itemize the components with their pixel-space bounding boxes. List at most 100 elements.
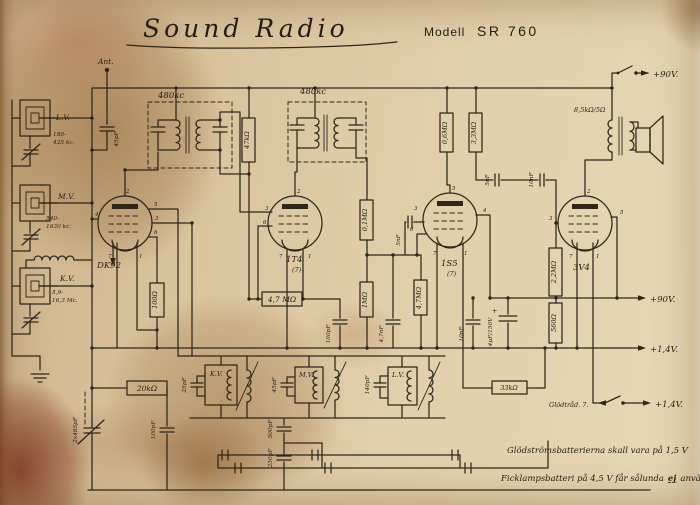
trimmer-capacitors [21, 143, 41, 329]
brand-title: Sound Radio [143, 14, 349, 43]
pin: 7 [433, 251, 437, 257]
speaker-icon [635, 115, 664, 165]
rail-14v-bot-label: +1,4V. [655, 400, 683, 410]
if-transformer-2 [287, 101, 367, 163]
coil-lv-label: L.V. [55, 113, 70, 122]
cap-100pf-b-label: 100pF [151, 420, 157, 440]
resistor-47m-h-label: 4,7 MΩ [267, 295, 296, 304]
tube-1s5-label: 1S5 [441, 259, 458, 269]
rail-90v-top-label: +90V. [653, 70, 678, 80]
resistor-01m-label: 0,1MΩ [361, 208, 369, 231]
resistor-100-label: 100Ω [151, 290, 159, 308]
tube-dk92-label: DK92 [96, 261, 121, 271]
pin: 7 [279, 254, 283, 260]
pin: 1 [596, 254, 600, 260]
osc-coil-lv [387, 361, 441, 411]
resistor-20k-label: 20kΩ [136, 384, 157, 393]
model-number: SR 760 [477, 23, 539, 39]
pin: 5 [452, 186, 456, 192]
tube-3v4 [557, 195, 613, 252]
coil-mv-label: M.V. [57, 192, 75, 201]
coil-mv-range-bottom: 1630 kc. [46, 224, 71, 230]
power-switch-lever [617, 65, 633, 74]
pin: 2 [586, 189, 591, 195]
pin: 1 [139, 254, 143, 260]
if2-label: 480kc [299, 87, 326, 97]
cap-5nf-det-label: 5nF [396, 233, 402, 245]
coil-lv-range-top: 180- [53, 132, 66, 138]
pin: 3 [155, 216, 159, 222]
output-transformer [607, 116, 635, 156]
pin: 6 [154, 230, 158, 236]
resistor-33m-label: 3,3MΩ [470, 121, 478, 144]
tube-dk92 [97, 195, 153, 252]
pin: 3 [549, 216, 553, 222]
pin: 6 [410, 227, 414, 233]
tube-3v4-label: 3V4 [573, 263, 590, 273]
tube-1s5 [422, 192, 478, 249]
pin: 2 [296, 189, 301, 195]
band-coil-lv [19, 99, 59, 137]
pin: 7 [108, 254, 112, 260]
coil-mv-range-top: 540- [46, 216, 59, 222]
coil-kv-label: K.V. [59, 274, 75, 283]
note-line2b: ej [668, 474, 676, 484]
pin: 4 [482, 208, 487, 214]
note-line2a: Ficklampsbatteri på 4,5 V får sålunda [500, 472, 664, 484]
note-line1: Glödströmsbatterierna skall vara på 1,5 … [507, 444, 689, 456]
resistors [126, 112, 563, 396]
resistor-47k-label: 47kΩ [243, 131, 251, 150]
pin: 6 [263, 220, 267, 226]
tuning-cap-label: 2x485pF [73, 416, 79, 444]
coil-kv-range-bottom: 16,3 Mc. [52, 298, 78, 304]
coil-lv-range-bottom: 425 kc. [52, 140, 75, 146]
filament-switch-lever [604, 395, 621, 404]
model-label: Modell [424, 25, 465, 39]
note-line2c: användas. [680, 474, 700, 484]
tube-1t4-suffix: (7) [292, 266, 302, 274]
osc-coil-kv [204, 361, 259, 411]
pin: 3 [414, 206, 418, 212]
cap-250pf-label: 250pF [268, 448, 274, 469]
osc-mv-cap-label: 45pF [272, 376, 278, 393]
band-coil-kv [19, 255, 75, 305]
tuning-capacitor [77, 419, 105, 445]
osc-coil-mv [294, 361, 347, 409]
resistor-06m-label: 0,6MΩ [441, 121, 449, 144]
rail-14v-mid-label: +1,4V. [650, 345, 678, 355]
pin: 1 [464, 251, 468, 257]
antenna-terminal [99, 67, 115, 132]
tube-1s5-suffix: (7) [447, 270, 457, 278]
band-coil-mv [19, 184, 59, 222]
tube-1t4 [267, 195, 323, 252]
osc-kv-label: K.V. [209, 370, 223, 378]
capacitors [77, 124, 545, 461]
cap-5nf-label: 5nF [485, 173, 491, 185]
electrolytic-plus: + [492, 307, 497, 315]
output-transformer-label: 8,5kΩ/5Ω [574, 106, 606, 114]
pin: 4 [94, 212, 99, 218]
arrows-and-switches [110, 65, 651, 406]
cap-500pf-label: 500pF [268, 419, 274, 439]
cap-100pf-a-label: 100pF [326, 324, 332, 344]
pin: 1 [308, 254, 312, 260]
cap-10nf-b-label: 10nF [529, 171, 535, 187]
tube-1t4-label: 1T4 [286, 255, 303, 265]
antenna-label: Ant. [97, 57, 114, 66]
filament-label: Glödtråd. 7. [549, 400, 588, 409]
pin: 5 [620, 210, 624, 216]
antenna-cap-label: 45pF [114, 130, 120, 147]
cap-10nf-label: 10nF [459, 325, 465, 341]
if1-label: 480kc [157, 91, 184, 101]
kv-coupling-coil [33, 255, 75, 261]
resistor-47m-v-label: 4,7MΩ [415, 286, 423, 310]
pin: 2 [125, 189, 130, 195]
cap-47nf-label: 4,7nF [379, 325, 385, 344]
coil-kv-range-top: 5,9- [52, 290, 63, 296]
osc-mv-label: M.V. [298, 371, 314, 379]
resistor-22m-label: 2,2MΩ [550, 260, 558, 284]
resistor-33k-label: 33kΩ [500, 384, 518, 392]
